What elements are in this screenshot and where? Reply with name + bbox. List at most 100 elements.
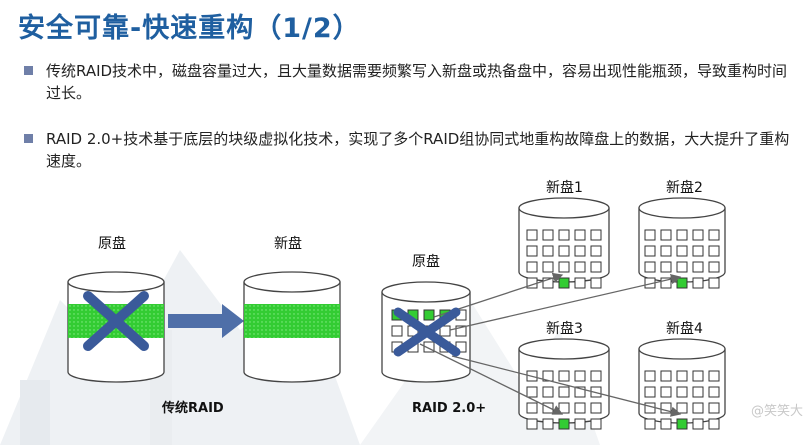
- data-block: [676, 245, 688, 257]
- data-block: [558, 386, 570, 398]
- data-block: [708, 261, 720, 273]
- data-block: [574, 386, 586, 398]
- data-block: [590, 245, 602, 257]
- watermark-text: @笑笑大: [750, 404, 803, 419]
- data-block-rebuilt: [558, 277, 570, 289]
- data-block: [708, 418, 720, 430]
- data-block-rebuilt: [558, 418, 570, 430]
- bullet-text-1: 传统RAID技术中，磁盘容量过大，且大量数据需要频繁写入新盘或热备盘中，容易出现…: [46, 62, 788, 102]
- data-block: [660, 386, 672, 398]
- new-disk-4: [638, 338, 726, 430]
- data-block: [660, 261, 672, 273]
- migration-arrow-2: [449, 273, 682, 331]
- data-block: [590, 229, 602, 241]
- raid2-source-label: 原盘: [412, 253, 440, 270]
- data-block: [708, 277, 720, 289]
- data-block: [574, 229, 586, 241]
- bullet-marker-icon: [24, 66, 33, 75]
- data-block: [676, 386, 688, 398]
- traditional-target-disk: [243, 271, 341, 383]
- data-block: [676, 370, 688, 382]
- data-block: [526, 245, 538, 257]
- data-block: [708, 386, 720, 398]
- data-block: [455, 325, 467, 337]
- data-block: [526, 229, 538, 241]
- data-block: [692, 277, 704, 289]
- data-block: [590, 277, 602, 289]
- new-disk-3-label: 新盘3: [546, 320, 583, 337]
- data-block: [590, 261, 602, 273]
- slide-title: 安全可靠-快速重构（1/2）: [18, 13, 361, 44]
- data-block: [542, 402, 554, 414]
- data-block: [644, 245, 656, 257]
- data-block: [526, 261, 538, 273]
- data-block: [660, 418, 672, 430]
- data-block: [558, 245, 570, 257]
- data-block: [676, 402, 688, 414]
- data-block: [542, 386, 554, 398]
- data-block: [644, 229, 656, 241]
- data-block-rebuilt: [676, 418, 688, 430]
- data-block: [526, 386, 538, 398]
- data-block: [391, 325, 403, 337]
- migration-arrow-3: [419, 343, 564, 415]
- traditional-target-label: 新盘: [274, 235, 302, 252]
- data-block: [542, 229, 554, 241]
- new-disk-2-label: 新盘2: [666, 179, 703, 196]
- data-block: [708, 229, 720, 241]
- data-block: [644, 386, 656, 398]
- data-block: [558, 370, 570, 382]
- data-block: [708, 370, 720, 382]
- data-block: [692, 229, 704, 241]
- transfer-arrow-icon: [168, 304, 244, 338]
- data-block: [644, 418, 656, 430]
- data-block: [526, 418, 538, 430]
- data-block: [708, 402, 720, 414]
- data-block: [439, 325, 451, 337]
- data-block: [692, 370, 704, 382]
- data-block: [590, 370, 602, 382]
- data-block: [692, 418, 704, 430]
- new-disk-1: [518, 197, 610, 289]
- data-block: [676, 261, 688, 273]
- migration-arrow-4: [451, 355, 682, 417]
- data-block: [574, 261, 586, 273]
- data-block: [676, 229, 688, 241]
- new-disk-4-label: 新盘4: [666, 320, 703, 337]
- new-disk-1-label: 新盘1: [546, 179, 583, 196]
- data-block: [692, 261, 704, 273]
- data-block: [708, 245, 720, 257]
- bullet-marker-icon: [24, 134, 33, 143]
- data-block: [692, 386, 704, 398]
- traditional-raid-caption: 传统RAID: [161, 400, 224, 416]
- traditional-source-disk: [67, 271, 165, 383]
- data-block: [692, 245, 704, 257]
- data-block: [423, 341, 435, 353]
- data-block: [644, 402, 656, 414]
- data-block: [692, 402, 704, 414]
- data-block: [590, 402, 602, 414]
- data-block: [574, 277, 586, 289]
- bullet-item-2: RAID 2.0+技术基于底层的块级虚拟化技术，实现了多个RAID组协同式地重构…: [24, 128, 794, 172]
- data-block: [574, 418, 586, 430]
- data-block: [574, 402, 586, 414]
- new-disk-2: [638, 197, 726, 289]
- data-block: [660, 370, 672, 382]
- bullet-text-2: RAID 2.0+技术基于底层的块级虚拟化技术，实现了多个RAID组协同式地重构…: [46, 130, 790, 170]
- data-block-failed: [423, 309, 435, 321]
- data-block: [574, 370, 586, 382]
- data-block: [542, 418, 554, 430]
- data-block: [526, 402, 538, 414]
- bullet-item-1: 传统RAID技术中，磁盘容量过大，且大量数据需要频繁写入新盘或热备盘中，容易出现…: [24, 60, 794, 104]
- data-block: [660, 229, 672, 241]
- data-block: [644, 370, 656, 382]
- data-block: [574, 245, 586, 257]
- data-block: [644, 261, 656, 273]
- traditional-source-label: 原盘: [98, 235, 126, 252]
- data-block: [558, 229, 570, 241]
- raid2-caption: RAID 2.0+: [412, 401, 486, 416]
- data-block: [660, 245, 672, 257]
- data-block-rebuilt: [676, 277, 688, 289]
- data-block: [590, 418, 602, 430]
